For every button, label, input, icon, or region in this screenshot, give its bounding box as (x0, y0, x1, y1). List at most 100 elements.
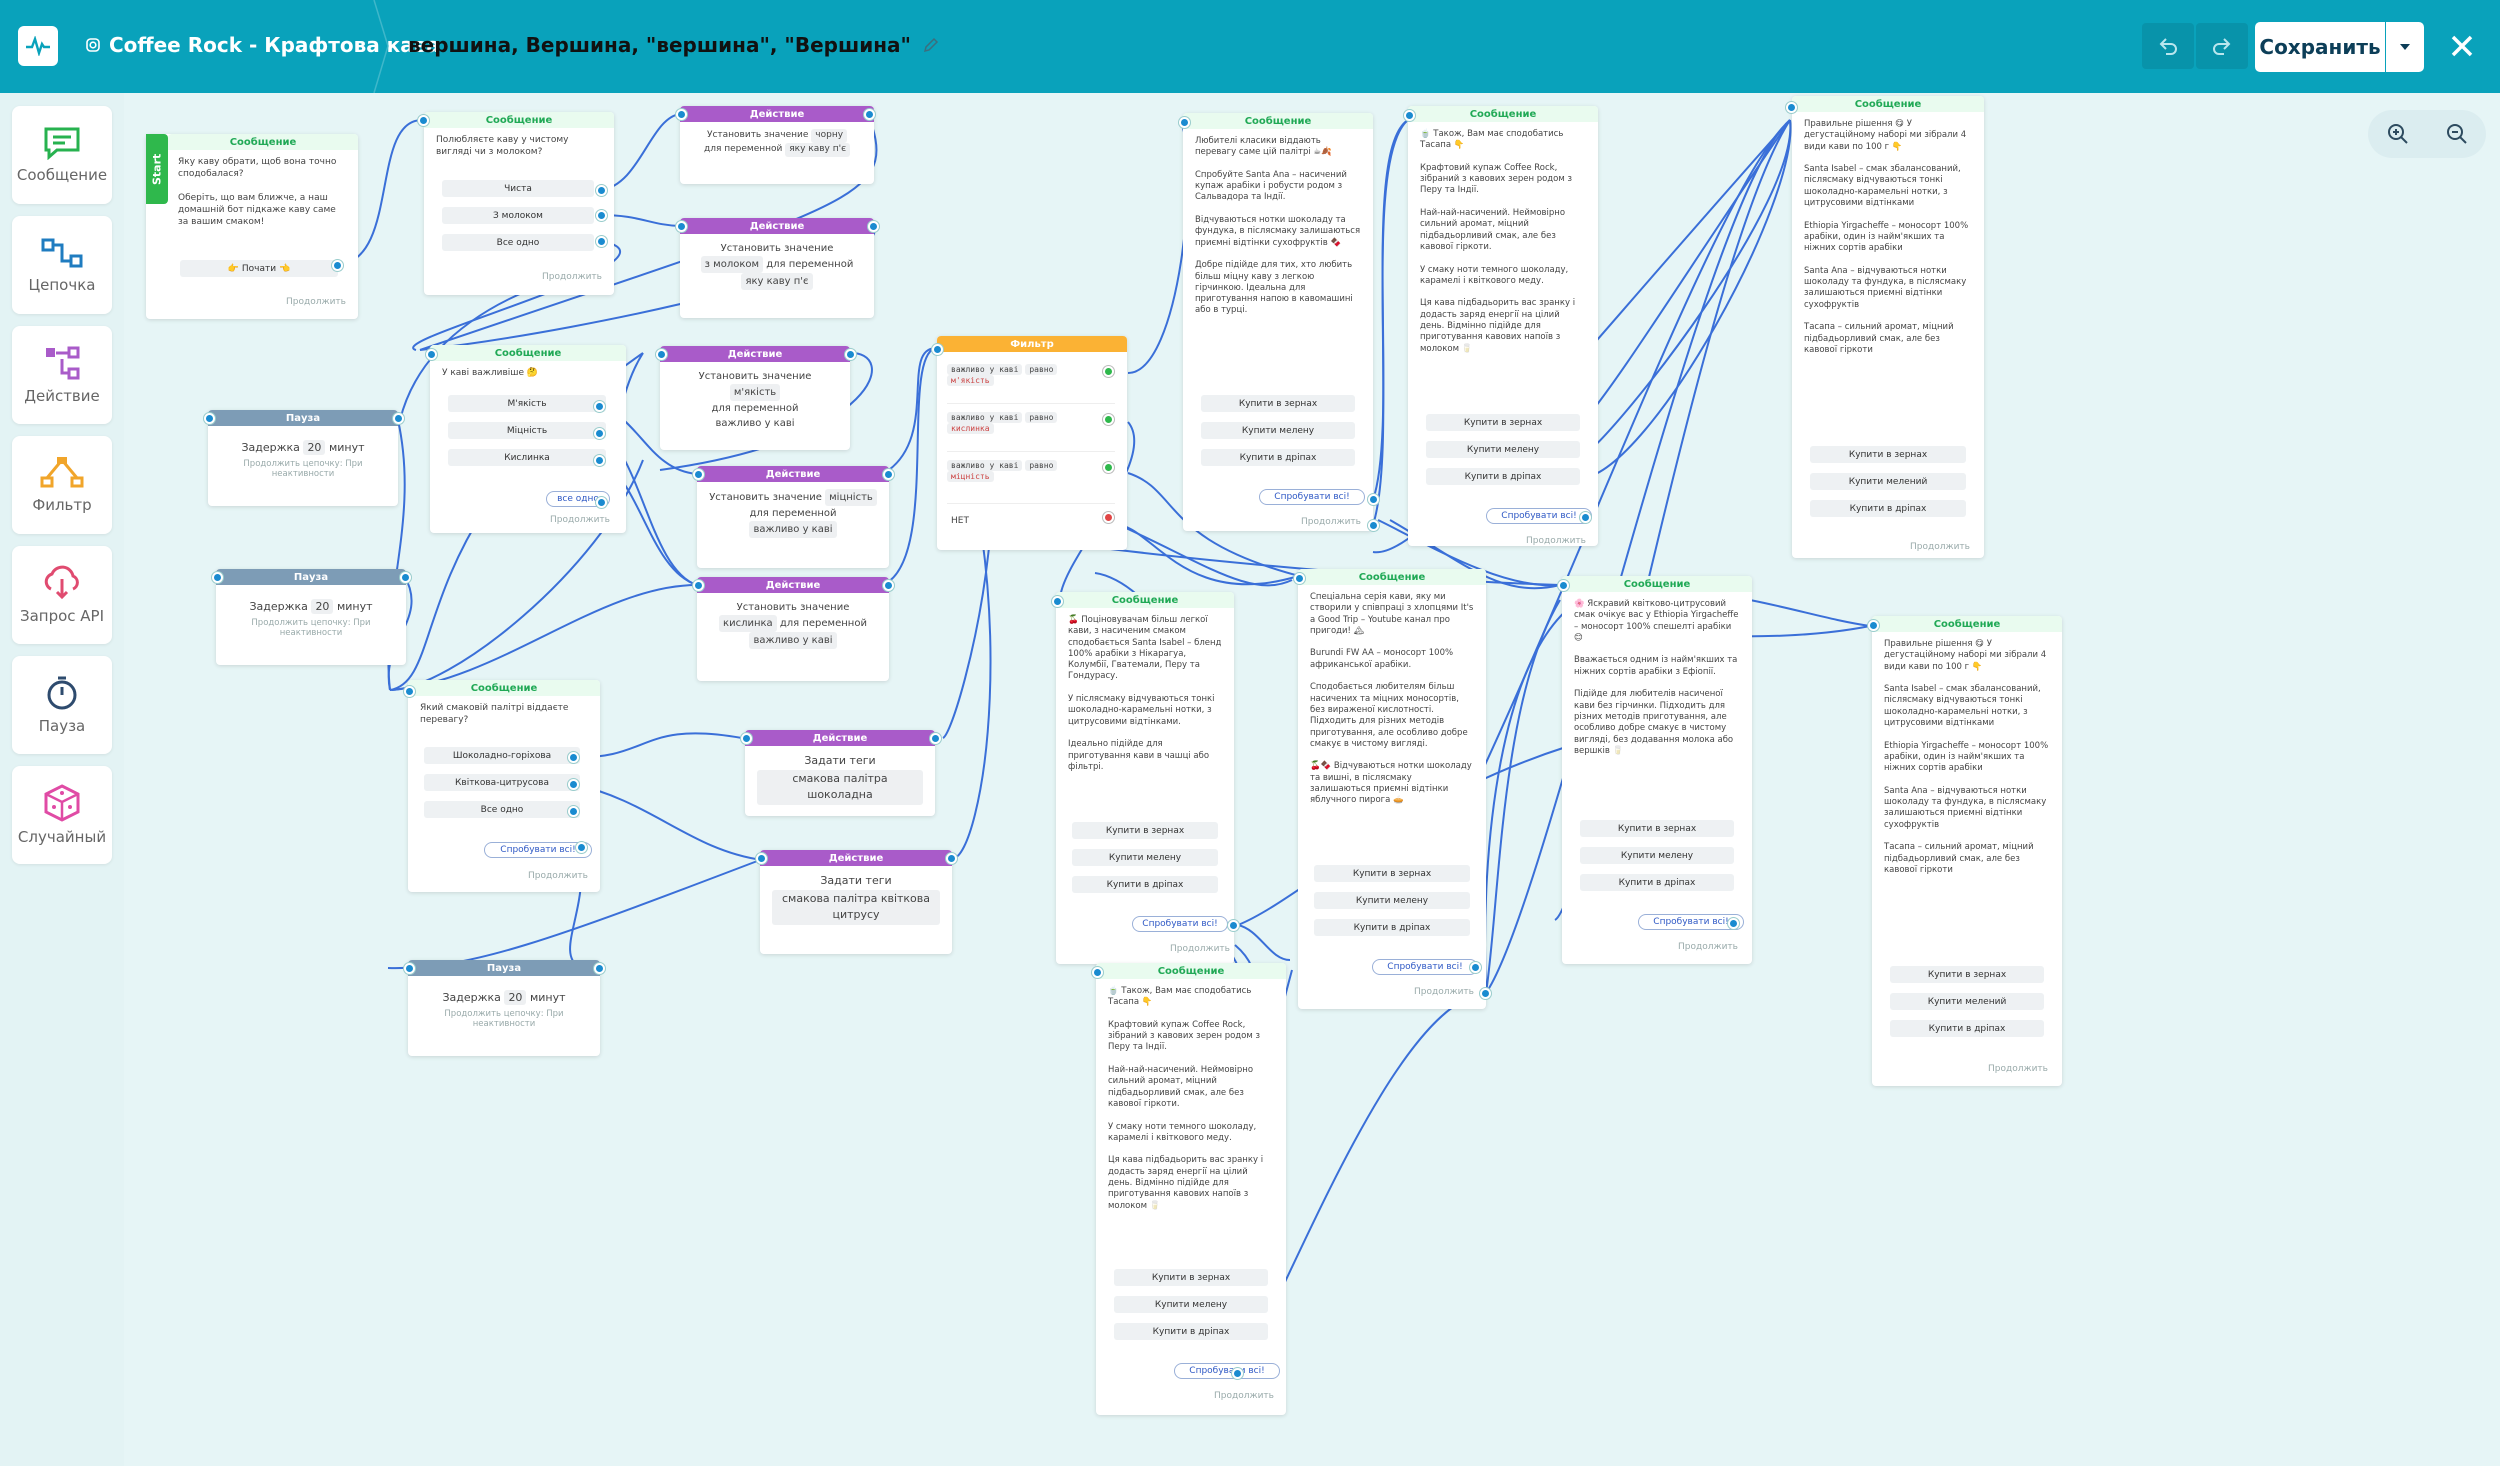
tool-action[interactable]: Действие (12, 326, 112, 424)
buy-ground-button[interactable]: Купити мелену (1426, 441, 1580, 458)
message-node-start[interactable]: Start Сообщение Яку каву обрати, щоб вон… (146, 134, 358, 319)
flow-title[interactable]: вершина, Вершина, "вершина", "Вершина" (408, 33, 939, 57)
continue-link[interactable]: Продолжить (1910, 542, 1970, 552)
buy-drips-button[interactable]: Купити в дріпах (1114, 1323, 1268, 1340)
input-port[interactable] (1404, 110, 1415, 121)
continue-link[interactable]: Продолжить (542, 272, 602, 282)
output-port[interactable] (946, 853, 957, 864)
pause-node[interactable]: Пауза Задержка 20 минут Продолжить цепоч… (216, 569, 406, 665)
buy-drips-button[interactable]: Купити в дріпах (1890, 1020, 2044, 1037)
tool-pause[interactable]: Пауза (12, 656, 112, 754)
message-node-tacana[interactable]: Сообщение 🍵 Також, Вам має сподобатись Т… (1408, 106, 1598, 546)
output-port[interactable] (864, 109, 875, 120)
message-node-burundi[interactable]: Сообщение Спеціальна серія кави, яку ми … (1298, 569, 1486, 1009)
message-node-importance[interactable]: Сообщение У каві важливіше 🤔 М'якість Мі… (430, 345, 626, 533)
pencil-icon[interactable] (923, 37, 939, 53)
buy-ground-button[interactable]: Купити мелену (1114, 1296, 1268, 1313)
message-node-milk[interactable]: Сообщение Полюбляєте каву у чистому вигл… (424, 112, 614, 295)
output-port[interactable] (596, 185, 607, 196)
option-acidity[interactable]: Кислинка (448, 449, 606, 466)
input-port[interactable] (1052, 596, 1063, 607)
option-softness[interactable]: М'якість (448, 395, 606, 412)
output-port[interactable] (594, 455, 605, 466)
tool-random[interactable]: Случайный (12, 766, 112, 864)
buy-beans-button[interactable]: Купити в зернах (1114, 1269, 1268, 1286)
buy-ground-button[interactable]: Купити мелену (1072, 849, 1218, 866)
input-port[interactable] (693, 580, 704, 591)
buy-beans-button[interactable]: Купити в зернах (1072, 822, 1218, 839)
continue-link[interactable]: Продолжить (1526, 536, 1586, 546)
input-port[interactable] (1558, 580, 1569, 591)
option-strength[interactable]: Міцність (448, 422, 606, 439)
buy-drips-button[interactable]: Купити в дріпах (1580, 874, 1734, 891)
output-port[interactable] (930, 733, 941, 744)
option-chocolate[interactable]: Шоколадно-горіхова (424, 747, 580, 764)
input-port[interactable] (212, 572, 223, 583)
buy-ground-button[interactable]: Купити мелений (1890, 993, 2044, 1010)
option-any[interactable]: Все одно (424, 801, 580, 818)
output-port[interactable] (1480, 988, 1491, 999)
input-port[interactable] (418, 115, 429, 126)
buy-ground-button[interactable]: Купити мелену (1314, 892, 1470, 909)
continue-link[interactable]: Продолжить (1414, 987, 1474, 997)
continue-link[interactable]: Продолжить (286, 297, 346, 307)
input-port[interactable] (1179, 117, 1190, 128)
continue-link[interactable]: Продолжить (1214, 1391, 1274, 1401)
continue-link[interactable]: Продолжить (1301, 517, 1361, 527)
message-node-tacana[interactable]: Сообщение 🍵 Також, Вам має сподобатись Т… (1096, 963, 1286, 1415)
output-port[interactable] (576, 842, 587, 853)
buy-beans-button[interactable]: Купити в зернах (1201, 395, 1355, 412)
input-port[interactable] (656, 349, 667, 360)
try-all-button[interactable]: Спробувати всі! (1259, 489, 1365, 505)
continue-link[interactable]: Продолжить (1988, 1064, 2048, 1074)
continue-link[interactable]: Продолжить (550, 515, 610, 525)
start-button[interactable]: 👉 Почати 👈 (180, 260, 338, 277)
try-all-button[interactable]: Спробувати всі! (1372, 959, 1478, 975)
input-port[interactable] (204, 413, 215, 424)
output-port[interactable] (1470, 962, 1481, 973)
output-port[interactable] (1103, 462, 1114, 473)
output-port[interactable] (1228, 920, 1239, 931)
input-port[interactable] (756, 853, 767, 864)
tool-api-request[interactable]: Запрос API (12, 546, 112, 644)
pause-node[interactable]: Пауза Задержка 20 минут Продолжить цепоч… (408, 960, 600, 1056)
buy-ground-button[interactable]: Купити мелену (1580, 847, 1734, 864)
logo-icon[interactable] (18, 26, 58, 66)
buy-ground-button[interactable]: Купити мелений (1810, 473, 1966, 490)
output-port[interactable] (1103, 366, 1114, 377)
tool-message[interactable]: Сообщение (12, 106, 112, 204)
output-port[interactable] (1103, 512, 1114, 523)
output-port[interactable] (594, 963, 605, 974)
message-node-santa-ana[interactable]: Сообщение Любителі класики віддають пере… (1183, 113, 1373, 531)
input-port[interactable] (676, 221, 687, 232)
tool-filter[interactable]: Фильтр (12, 436, 112, 534)
input-port[interactable] (404, 963, 415, 974)
output-port[interactable] (594, 401, 605, 412)
zoom-out-icon[interactable] (2445, 122, 2469, 146)
output-port[interactable] (596, 210, 607, 221)
output-port[interactable] (1103, 414, 1114, 425)
try-all-button[interactable]: Спробувати всі! (1132, 916, 1228, 932)
message-node-santa-isabel[interactable]: Сообщение 🍒 Поціновувачам більш легкої к… (1056, 592, 1234, 964)
output-port[interactable] (568, 779, 579, 790)
pause-node[interactable]: Пауза Задержка 20 минут Продолжить цепоч… (208, 410, 398, 506)
output-port[interactable] (883, 580, 894, 591)
buy-ground-button[interactable]: Купити мелену (1201, 422, 1355, 439)
buy-drips-button[interactable]: Купити в дріпах (1072, 876, 1218, 893)
buy-drips-button[interactable]: Купити в дріпах (1810, 500, 1966, 517)
buy-beans-button[interactable]: Купити в зернах (1580, 820, 1734, 837)
message-node-ethiopia[interactable]: Сообщение 🌸 Яскравий квітково-цитрусовий… (1562, 576, 1752, 964)
input-port[interactable] (1786, 102, 1797, 113)
continue-link[interactable]: Продолжить (1678, 942, 1738, 952)
buy-drips-button[interactable]: Купити в дріпах (1426, 468, 1580, 485)
option-any[interactable]: Все одно (442, 234, 594, 251)
buy-beans-button[interactable]: Купити в зернах (1426, 414, 1580, 431)
